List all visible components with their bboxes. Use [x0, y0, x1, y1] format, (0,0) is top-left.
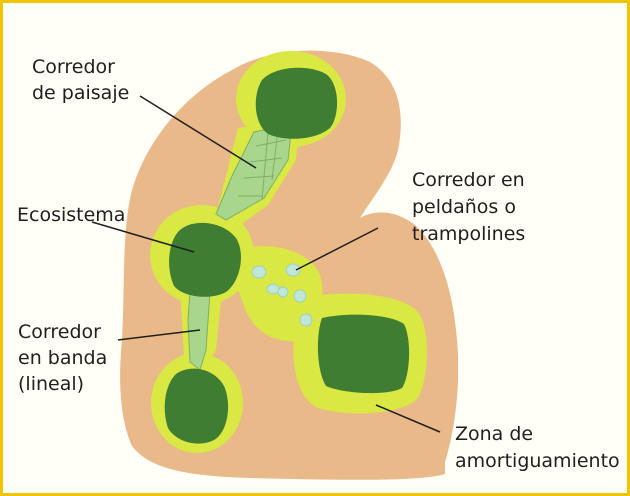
label-zona-amortiguamiento: Zona de amortiguamiento: [455, 423, 620, 472]
label-ecosistema: Ecosistema: [17, 204, 125, 226]
label-corredor-peldanos: Corredor en peldaños o trampolines: [412, 169, 531, 245]
ecosystem-patch-bottom: [165, 369, 228, 444]
ecosystem-patch-top: [256, 68, 337, 139]
ecosystem-patch-middle: [169, 223, 241, 297]
label-corredor-paisaje: Corredor de paisaje: [32, 56, 129, 104]
label-corredor-banda: Corredor en banda (lineal): [18, 321, 113, 395]
ecosystem-patch-right: [318, 315, 409, 393]
